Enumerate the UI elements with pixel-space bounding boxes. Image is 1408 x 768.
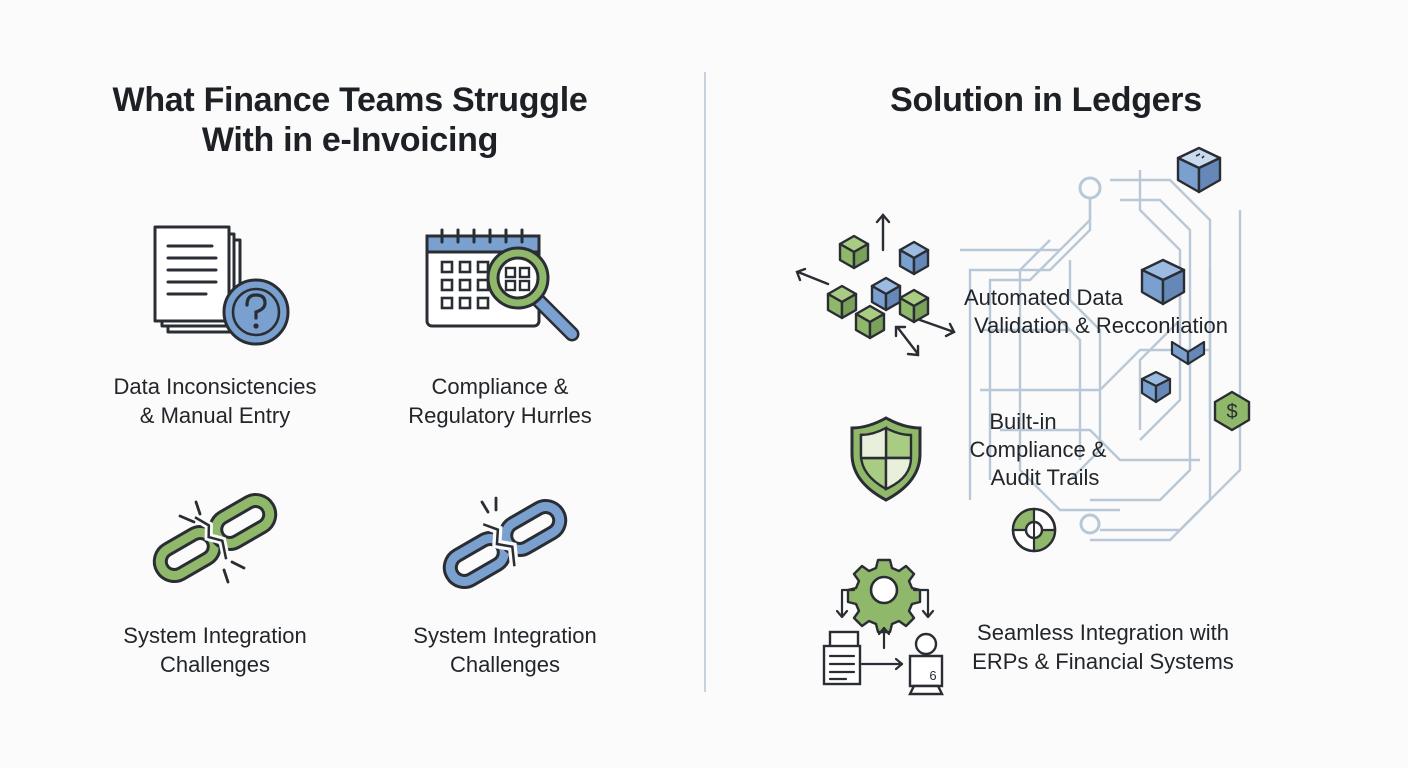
label-compliance-hurdles: Compliance & Regulatory Hurrles [408,374,592,428]
gear-badge-digit: 6 [929,668,936,683]
label-data-inconsistencies: Data Inconsictencies & Manual Entry [113,374,317,428]
cube-network-icon [795,213,956,357]
label-seamless-integration: Seamless Integration with ERPs & Financi… [972,620,1234,674]
floating-cube-mid [1140,258,1186,306]
left-title-line1: What Finance Teams Struggle [112,81,588,119]
left-title-line2: With in e-Invoicing [201,121,499,159]
floating-cube-small-open [1170,340,1206,366]
dollar-symbol: $ [1226,401,1237,423]
floating-cube-small [1140,370,1172,404]
broken-link-blue-icon [442,496,568,589]
divider [704,72,706,692]
label-builtin-compliance: Built-in Compliance & Audit Trails [969,409,1107,490]
dollar-hexagon-icon: $ [1213,390,1251,432]
gear-integration-icon: 6 [822,558,944,696]
shield-icon [850,416,922,502]
left-title: What Finance Teams Struggle With in e-In… [60,80,640,160]
label-automated-validation: Automated Data Validation & Recconliatio… [964,285,1228,338]
calendar-magnifier-icon [425,228,580,342]
label-system-integration-2: System Integration Challenges [413,623,597,677]
document-question-icon [153,225,290,346]
target-dial-icon [1011,507,1057,553]
right-title: Solution in Ledgers [890,81,1202,119]
label-system-integration-1: System Integration Challenges [123,623,307,677]
broken-link-green-icon [152,493,278,584]
floating-cube-top [1176,146,1222,194]
